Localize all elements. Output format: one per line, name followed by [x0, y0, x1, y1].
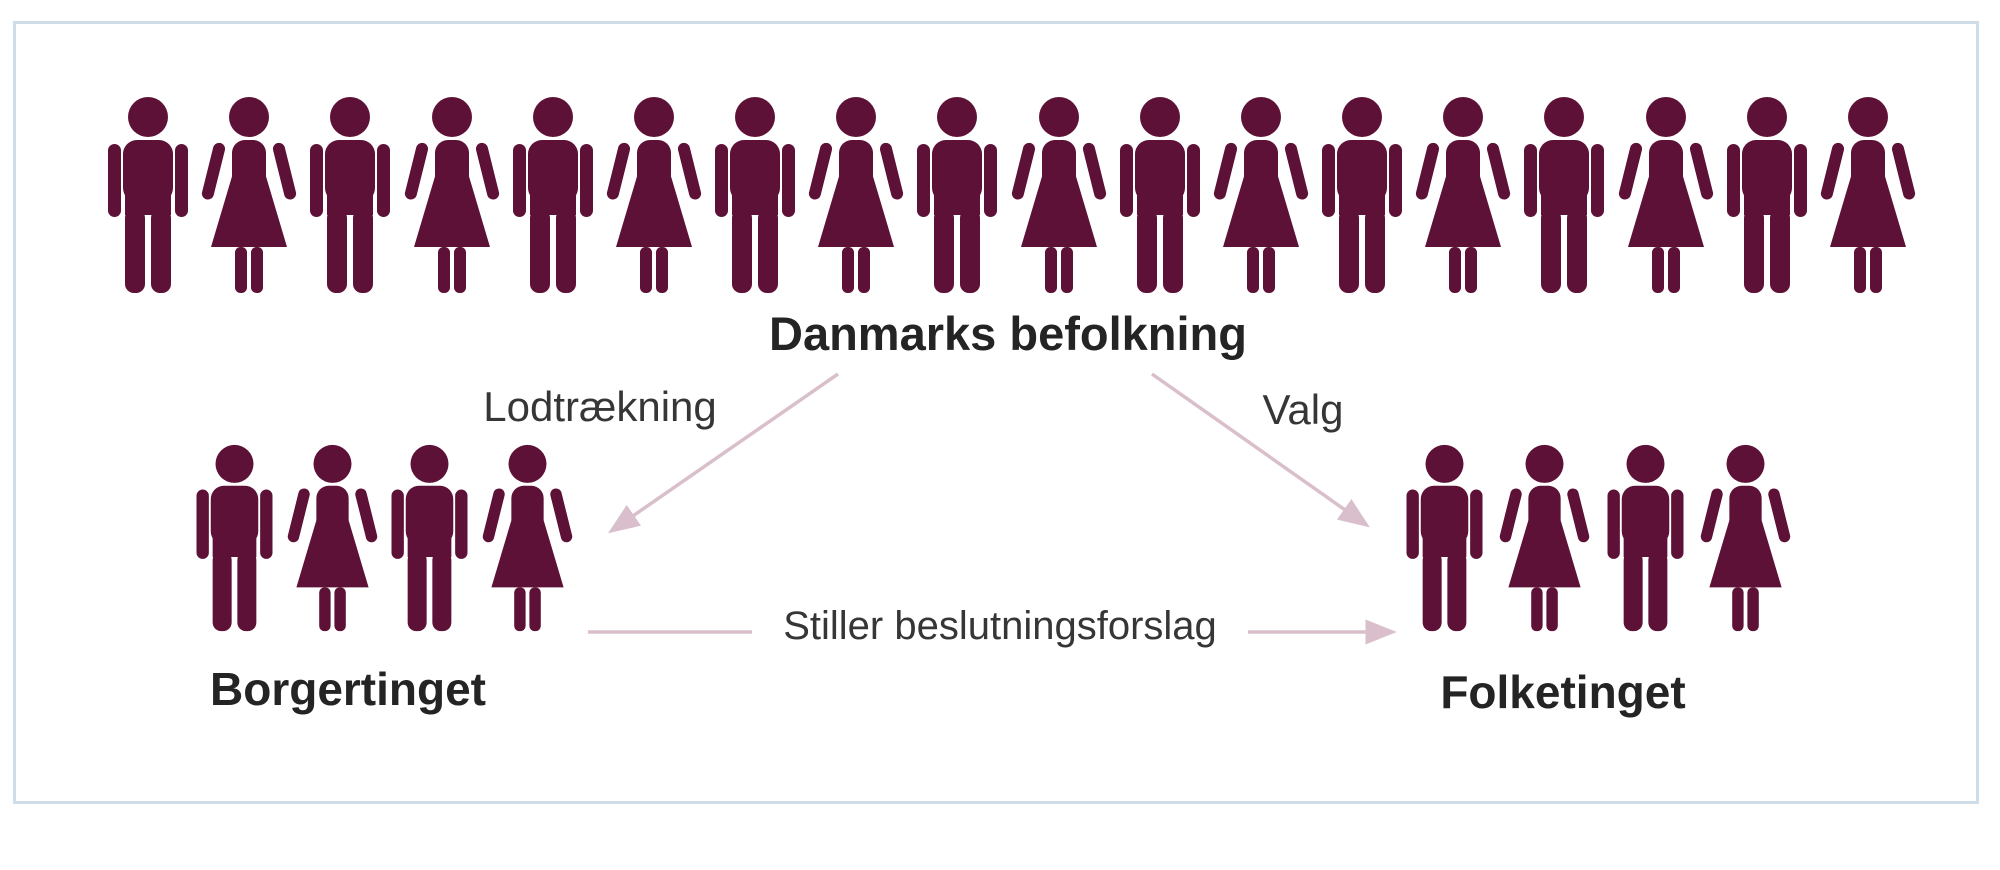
- person-icon-male: [300, 95, 400, 295]
- election-arrow-label: Valg: [1262, 386, 1344, 433]
- person-icon-male: [1514, 95, 1614, 295]
- person-icon-female: [1616, 95, 1716, 295]
- person-icon-female: [1818, 95, 1918, 295]
- person-icon-female: [1009, 95, 1109, 295]
- person-icon-male: [1397, 443, 1492, 633]
- person-icon-male: [1110, 95, 1210, 295]
- person-icon-female: [402, 95, 502, 295]
- person-icon-male: [98, 95, 198, 295]
- population-title: Danmarks befolkning: [769, 307, 1247, 360]
- person-icon-female: [480, 443, 575, 633]
- person-icon-female: [285, 443, 380, 633]
- borgertinget-group: [187, 443, 575, 633]
- proposal-arrow-label: Stiller beslutningsforslag: [773, 604, 1227, 649]
- folketinget-group: [1397, 443, 1793, 633]
- borgertinget-label: Borgertinget: [210, 663, 486, 715]
- lottery-arrow-label: Lodtrækning: [483, 383, 717, 430]
- person-icon-female: [1413, 95, 1513, 295]
- person-icon-female: [806, 95, 906, 295]
- folketinget-label: Folketinget: [1440, 666, 1686, 718]
- person-icon-female: [1698, 443, 1793, 633]
- person-icon-male: [382, 443, 477, 633]
- person-icon-male: [705, 95, 805, 295]
- person-icon-female: [199, 95, 299, 295]
- person-icon-female: [1211, 95, 1311, 295]
- person-icon-male: [907, 95, 1007, 295]
- person-icon-male: [503, 95, 603, 295]
- person-icon-female: [1497, 443, 1592, 633]
- person-icon-female: [604, 95, 704, 295]
- person-icon-male: [187, 443, 282, 633]
- person-icon-male: [1717, 95, 1817, 295]
- person-icon-male: [1312, 95, 1412, 295]
- person-icon-male: [1598, 443, 1693, 633]
- population-row: [98, 95, 1918, 295]
